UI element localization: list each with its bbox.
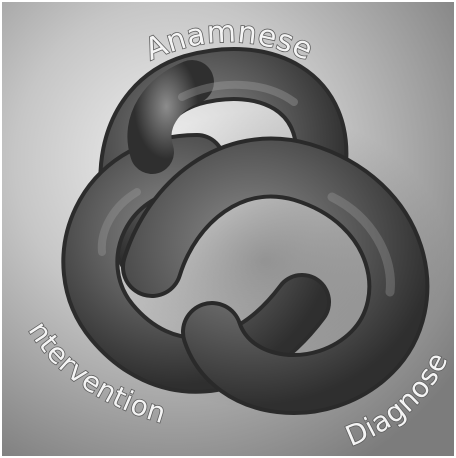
trefoil-knot-diagram: Anamnese Intervention Diagnose — [2, 2, 454, 456]
diagram-frame: Anamnese Intervention Diagnose — [0, 0, 456, 458]
